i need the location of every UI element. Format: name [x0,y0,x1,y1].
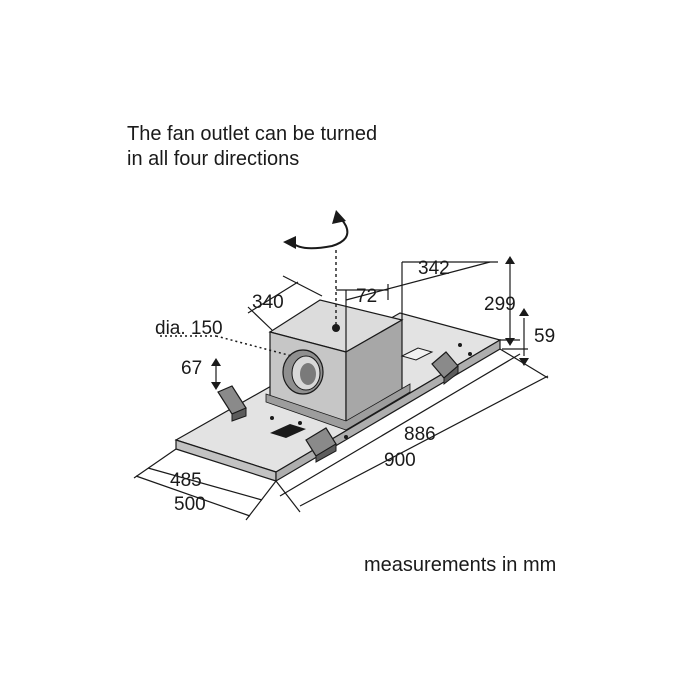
panel-screw [298,421,302,425]
arrowhead [519,308,529,316]
ext-line [133,448,177,479]
panel-screw [468,352,472,356]
panel-grille-left [270,424,306,438]
label-900: 900 [384,450,416,471]
label-72: 72 [356,286,377,307]
arrowhead [505,256,515,264]
box-base-flange [265,383,411,431]
mounting-bracket-front-right [305,427,337,463]
arrowhead [505,338,515,346]
dim-line-886 [279,353,521,497]
dim-line-485 [147,467,263,501]
arrowhead [211,358,221,366]
arrowhead [211,382,221,390]
dimension-arrowheads [211,256,529,390]
dim-line-340 [247,281,299,314]
arrowhead [519,358,529,366]
label-342: 342 [418,258,450,279]
mounting-bracket-front-left [217,385,247,422]
label-485: 485 [170,470,202,491]
dimension-lines [133,261,549,521]
caption-line-1: The fan outlet can be turned [127,123,378,145]
label-67: 67 [181,358,202,379]
ext-line [282,275,323,297]
mounting-bracket-back-right [431,351,459,386]
ext-line [275,480,301,513]
label-340: 340 [252,292,284,313]
panel-grille-right [400,347,434,361]
panel-screw [270,416,274,420]
outlet-axis-dot [332,324,340,332]
label-299: 299 [484,294,516,315]
ext-line [247,306,273,331]
dim-line-342 [345,261,491,301]
ext-line [245,480,277,521]
label-500: 500 [174,494,206,515]
fan-outlet [282,349,324,395]
label-59: 59 [534,326,555,347]
panel-screw [458,343,462,347]
outlet-core [300,363,316,385]
dim-line-900 [299,375,549,507]
dim-line-500 [135,475,251,517]
rotation-arrow-icon [283,210,349,250]
label-886: 886 [404,424,436,445]
caption-line-2: in all four directions [127,148,300,170]
label-dia-150: dia. 150 [155,318,223,339]
measurement-unit-note: measurements in mm [364,554,557,576]
caption: The fan outlet can be turned in all four… [127,122,377,172]
panel-screw [344,435,348,439]
leader-dia-150 [215,335,293,357]
